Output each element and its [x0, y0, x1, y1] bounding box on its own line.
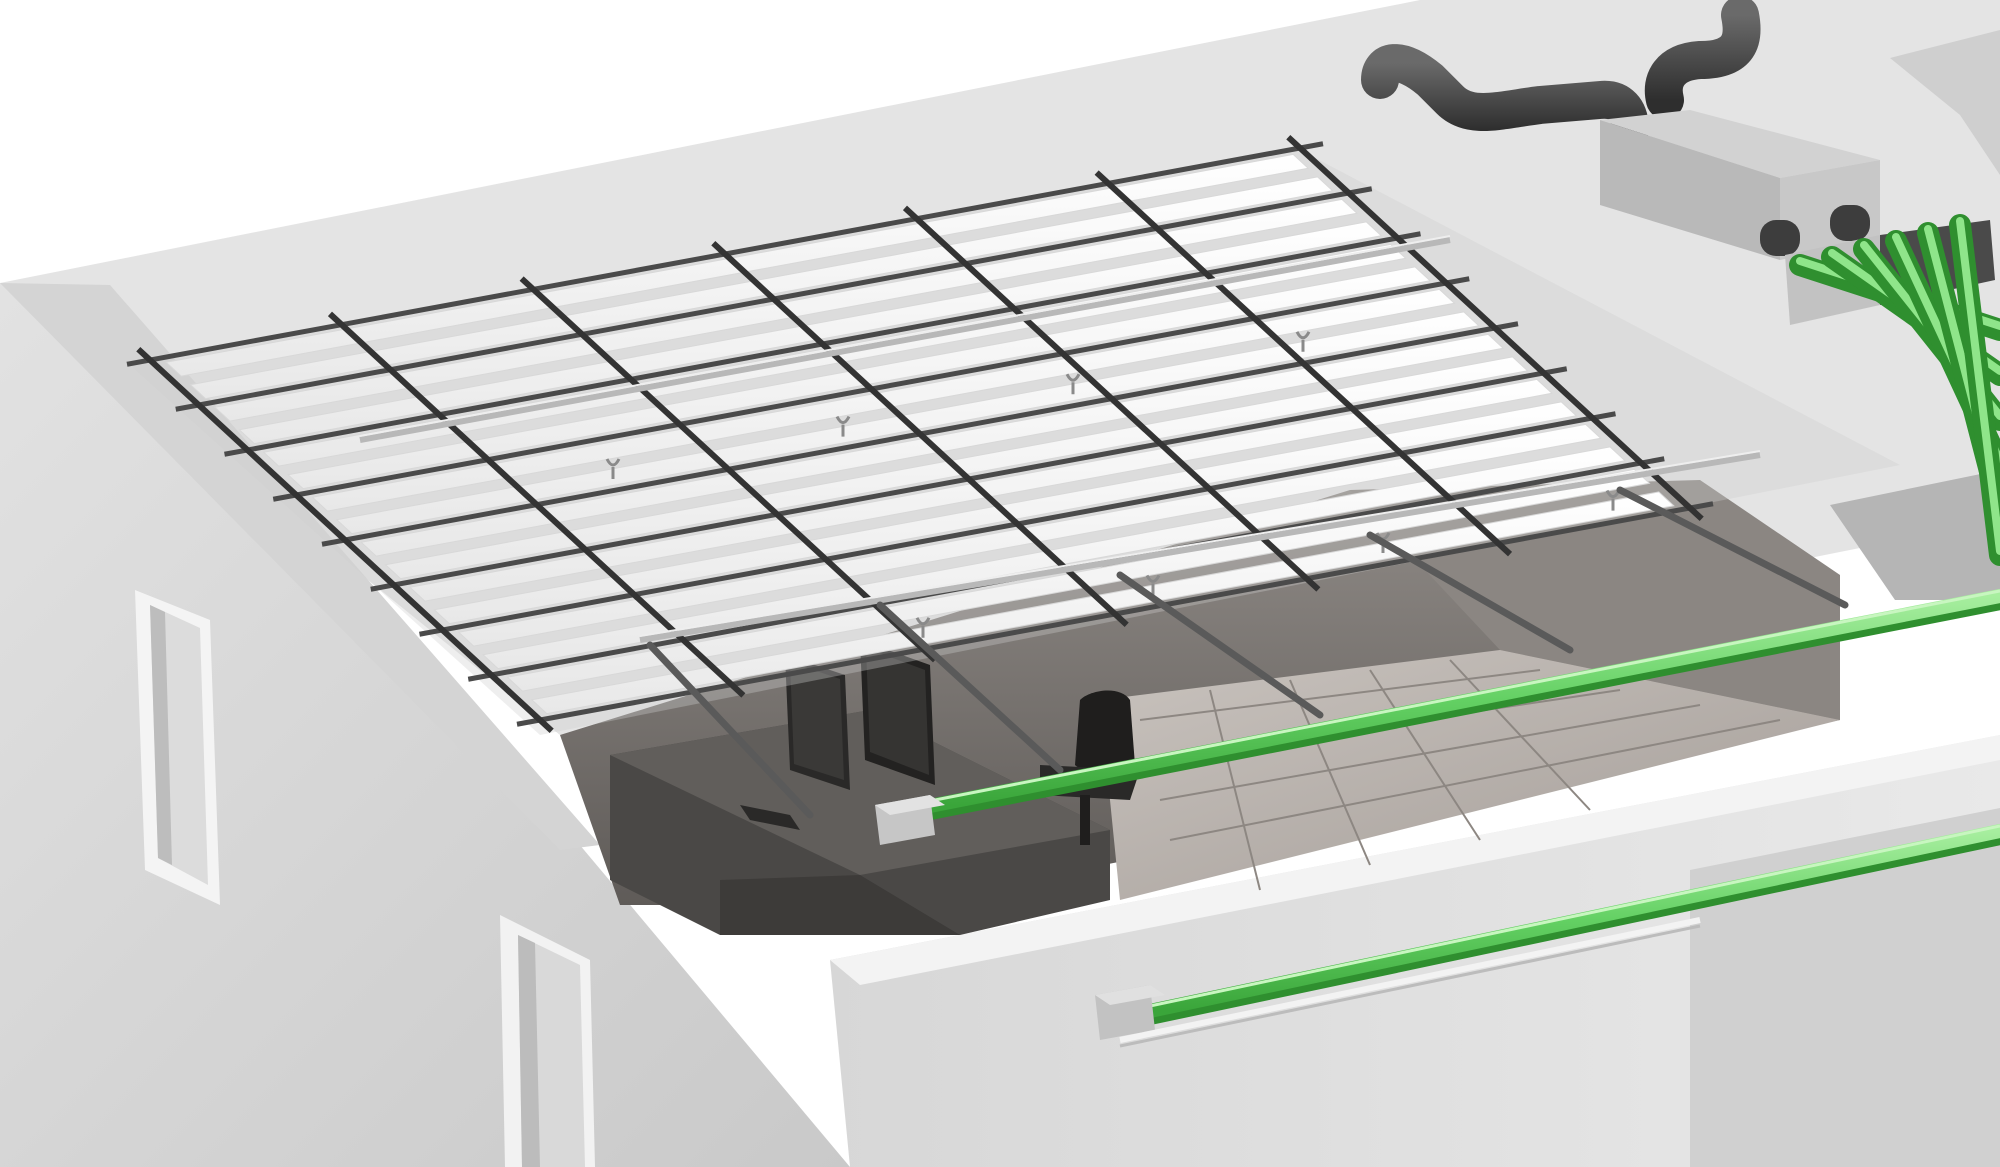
ceiling-hanger-clip	[1295, 331, 1311, 352]
ceiling-hangers	[605, 331, 1621, 638]
green-cable-room	[875, 589, 2000, 845]
front-wall-inner-bay	[1690, 808, 2000, 1167]
ceiling-hanger-clip	[835, 415, 851, 437]
ceiling-hanger-clip	[915, 617, 931, 638]
duct-box-front	[1600, 120, 1780, 260]
ceiling-hanger-clip	[1065, 373, 1081, 395]
duct-outlet-2	[1830, 205, 1870, 241]
track-rail-lower	[639, 452, 1761, 643]
green-cable-highlight	[1956, 217, 2000, 555]
duct-box-top	[1600, 110, 1880, 178]
roof-recess-far	[1890, 30, 2000, 175]
ceiling-rail-cross	[136, 346, 554, 734]
duct-outlet-1	[1760, 220, 1800, 256]
ceiling-rail-cross	[902, 205, 1321, 592]
ceiling-grid	[126, 134, 1900, 735]
track-rail-upper	[359, 237, 1451, 443]
track-rail-lower-highlight	[639, 450, 1761, 637]
workstation-desk	[610, 710, 1110, 935]
monitor-left	[785, 655, 850, 790]
ceiling-rail-cross	[1094, 170, 1513, 557]
ceiling-rail-cross	[1286, 134, 1704, 522]
duct-pipe-left	[1361, 44, 1649, 149]
front-wall-top-edge	[830, 735, 2000, 985]
drop-rails	[646, 486, 1849, 819]
left-wall-top-edge	[0, 283, 600, 850]
monitor-right	[860, 640, 935, 785]
left-exterior-wall	[0, 283, 850, 1167]
track-rail-upper-highlight	[359, 235, 1451, 437]
green-cable-bundle	[1789, 214, 2000, 566]
window-lower-left	[500, 915, 595, 1167]
ceiling-rails-transverse	[136, 134, 1704, 734]
window-upper-left	[135, 590, 220, 905]
ceiling-rail-cross	[519, 276, 938, 663]
ceiling-hanger-clip	[605, 458, 621, 479]
duct-pipe-right	[1644, 0, 1761, 119]
desk-keyboard	[740, 805, 800, 830]
ceiling-rail-cross	[711, 240, 1129, 628]
ceiling-hanger-clip	[1145, 574, 1161, 596]
roof-recess-right	[1830, 470, 2000, 600]
green-cable-wall	[1095, 824, 2000, 1048]
